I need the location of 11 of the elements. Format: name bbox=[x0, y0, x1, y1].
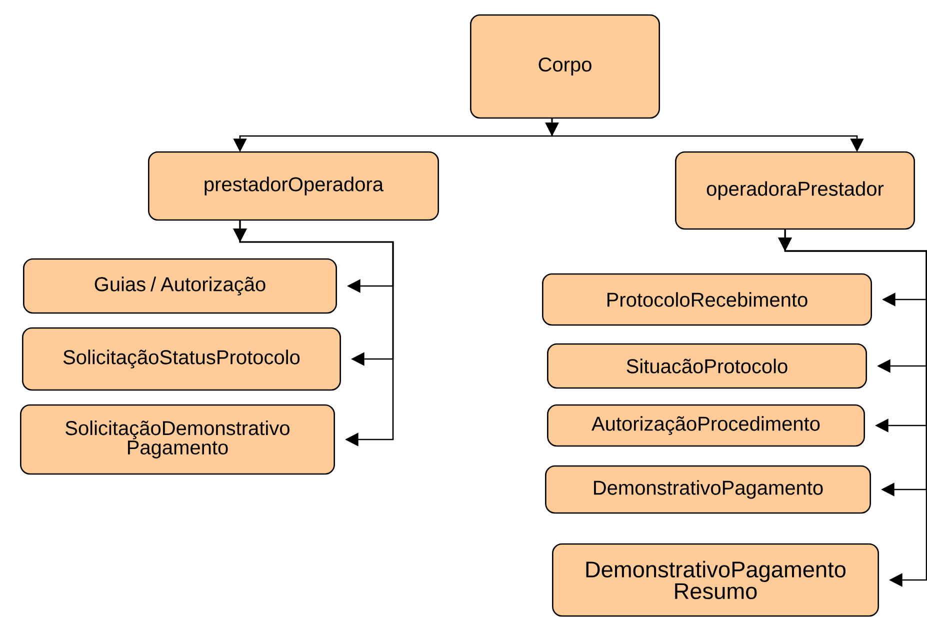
process-box: SituacãoProtocolo bbox=[547, 343, 868, 389]
process-box: DemonstrativoPagamento Resumo bbox=[552, 543, 879, 617]
process-box: ProtocoloRecebimento bbox=[542, 273, 872, 326]
process-box: prestadorOperadora bbox=[148, 151, 439, 221]
process-box: AutorizaçãoProcedimento bbox=[547, 404, 866, 447]
process-box: DemonstrativoPagamento bbox=[545, 465, 872, 514]
process-box: Guias / Autorização bbox=[23, 258, 337, 314]
process-box: Corpo bbox=[470, 14, 660, 119]
process-box: SolicitaçãoStatusProtocolo bbox=[22, 327, 341, 391]
process-box: SolicitaçãoDemonstrativo Pagamento bbox=[20, 404, 335, 475]
process-box: operadoraPrestador bbox=[675, 151, 916, 230]
